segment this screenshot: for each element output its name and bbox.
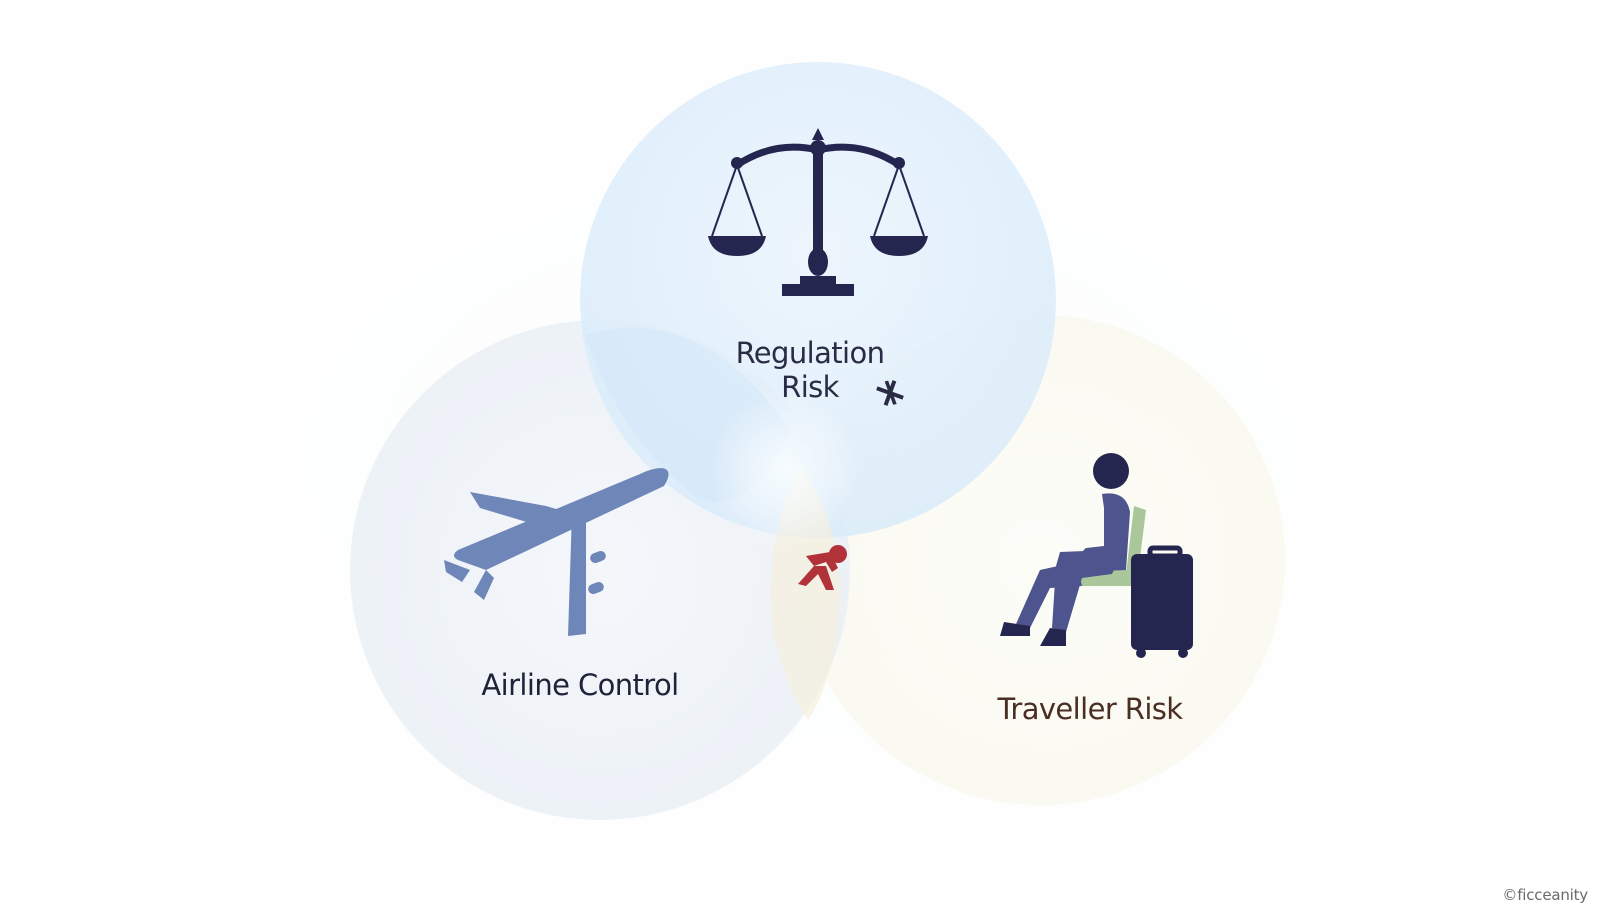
falling-person-icon (798, 545, 847, 590)
regulation-risk-label-line-1: Regulation (735, 336, 885, 370)
asterisk-plane-icon (876, 380, 904, 406)
traveller-risk-label: Traveller Risk (997, 692, 1184, 726)
seated-traveller-with-luggage-icon (1000, 453, 1193, 658)
watermark: ©ficceanity (1502, 886, 1588, 904)
regulation-risk-label-line-2: Risk (781, 370, 839, 404)
center-glow (710, 390, 860, 550)
airline-control-label: Airline Control (481, 668, 679, 702)
scales-of-justice-icon (708, 128, 928, 296)
airplane-icon (444, 468, 669, 636)
regulation-risk-label: Regulation Risk (690, 336, 930, 404)
